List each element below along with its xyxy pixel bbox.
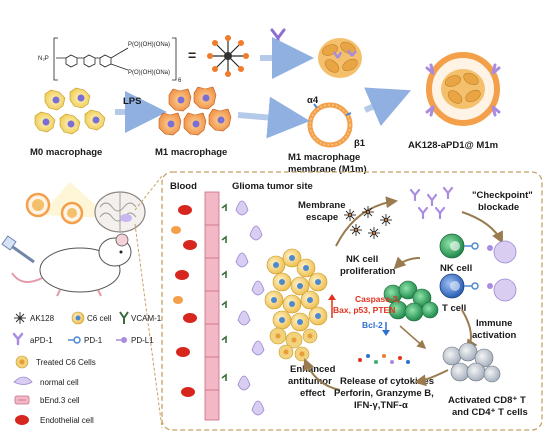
glioma-label: Glioma tumor site: [232, 181, 313, 192]
legend-pd1: PD-1: [84, 336, 103, 345]
m0-macrophage-group: [34, 87, 106, 135]
up-arrowhead-icon: [328, 294, 336, 300]
cycle-arrow-escape: [335, 196, 398, 247]
red-blood-cells: [171, 205, 197, 397]
blood-label: Blood: [170, 181, 197, 192]
down-arrowhead-icon: [382, 330, 390, 336]
bcl2-label: Bcl-2: [362, 320, 383, 330]
cycle-arrow-cytokines: [414, 369, 449, 387]
immune-2: activation: [472, 330, 517, 341]
enhanced-3: effect: [300, 388, 326, 399]
apd1-antibodies: [409, 186, 454, 220]
chem-n3p: N₃P: [38, 56, 49, 62]
ak128-legend-icon: [14, 312, 26, 324]
membrane-escape-1: Membrane: [298, 200, 346, 211]
membrane-escape-2: escape: [306, 212, 338, 223]
m1-macrophage-group: [158, 86, 232, 136]
beta1-label: β1: [354, 138, 366, 149]
chem-subscript: 6: [178, 78, 182, 84]
vcam-markers: [221, 203, 227, 381]
chem-po-top: P(O)(OH)(ONa): [128, 42, 170, 48]
zoom-line-bottom: [134, 223, 163, 429]
brain-icon: [94, 191, 146, 233]
legend-normal: normal cell: [40, 378, 79, 387]
activated-2: and CD4⁺ T cells: [452, 407, 528, 418]
m0-label: M0 macrophage: [30, 147, 102, 158]
m1-membrane-vesicle: [307, 102, 353, 148]
pd1-legend-icon: [68, 336, 81, 344]
nk-prolif-2: proliferation: [340, 266, 396, 277]
cycle-arrow-nk: [393, 256, 421, 270]
chem-po-bottom: P(O)(OH)(ONa): [128, 70, 170, 76]
caspase-1: Caspase-3,: [355, 294, 400, 304]
polymer-structure: N₃P P(O)(OH)(ONa) P(O)(OH)(ONa) 6: [38, 37, 182, 84]
legend-treated: Treated C6 Cells: [36, 358, 96, 367]
treated-cell-cluster: [269, 327, 318, 362]
enhanced-2: antitumor: [288, 376, 332, 387]
treated-cell-nuclei: [275, 333, 313, 357]
legend-ak128: AK128: [30, 314, 55, 323]
membrane-label-2: membrane (M1m): [288, 164, 367, 175]
bend-legend-icon: [14, 395, 30, 405]
cycle-arrow-inner: [399, 325, 427, 349]
release-3: IFN-γ,TNF-α: [354, 400, 408, 411]
activated-1: Activated CD8⁺ T: [448, 395, 526, 406]
checkpoint-1: "Checkpoint": [472, 190, 533, 201]
caspase-2: Bax, p53, PTEN: [333, 305, 395, 315]
c6-legend-icon: [71, 311, 85, 325]
cycle-arrow-checkpoint: [461, 211, 503, 244]
nk-cell-cluster: [383, 280, 439, 322]
release-2: Perforin, Granzyme B,: [334, 388, 434, 399]
release-1: Release of cytokines: [340, 376, 434, 387]
cycle-arrow-enhanced: [303, 358, 341, 391]
pdl1-legend-icon: [116, 337, 127, 343]
vcam-legend-icon: [119, 311, 129, 324]
legend-vcam: VCAM-1: [131, 314, 162, 323]
nanoparticle-cone: [25, 182, 110, 225]
nk-cell-label: NK cell: [440, 263, 472, 274]
blood-vessel-wall: [204, 191, 220, 421]
immune-1: Immune: [476, 318, 512, 329]
t-cell-icon: [439, 273, 479, 299]
lps-label: LPS: [123, 96, 141, 107]
normal-cell-legend-icon: [13, 376, 33, 385]
endothelial-legend-icon: [15, 415, 29, 425]
tumor-cells-pdl1: [487, 240, 517, 302]
tumor-cell-cluster: [264, 248, 328, 332]
product-label: AK128-aPD1@ M1m: [408, 140, 498, 151]
ak128-star-icon: [207, 35, 249, 77]
normal-brain-cells: [235, 200, 265, 416]
ak128-particles: [344, 206, 392, 239]
synthesis-arrow-2: [363, 87, 412, 127]
apd1-legend-icon: [12, 332, 24, 346]
legend-apd1: aPD-1: [30, 336, 53, 345]
alpha4-label: α4: [307, 95, 319, 106]
m1-label: M1 macrophage: [155, 147, 227, 158]
antibody-icon: [270, 28, 286, 48]
legend-pdl1: PD-L1: [131, 336, 154, 345]
ak128-apd1-m1m-particle: [425, 52, 501, 126]
nk-cell-icon: [439, 233, 479, 259]
mouse-illustration: [1, 233, 132, 297]
activated-t-cell-cluster: [442, 342, 501, 383]
nk-prolif-1: NK cell: [346, 254, 378, 265]
ak128-apd1-cluster: [318, 38, 362, 78]
equals-sign: =: [188, 47, 196, 63]
mechanism-box: [161, 171, 543, 431]
membrane-extraction-arrow: [237, 96, 310, 139]
membrane-label-1: M1 macrophage: [288, 152, 360, 163]
checkpoint-2: blockade: [478, 202, 519, 213]
legend-endo: Endothelial cell: [40, 416, 94, 425]
legend: AK128 C6 cell VCAM-1 aPD-1 PD-1 PD-L1 Tr…: [12, 311, 162, 425]
t-cell-label: T cell: [442, 303, 466, 314]
zoom-line-top: [134, 175, 163, 211]
treated-legend-icon: [15, 355, 29, 369]
legend-bend: bEnd.3 cell: [40, 396, 80, 405]
legend-c6: C6 cell: [87, 314, 112, 323]
cytokine-dots: [358, 354, 410, 364]
